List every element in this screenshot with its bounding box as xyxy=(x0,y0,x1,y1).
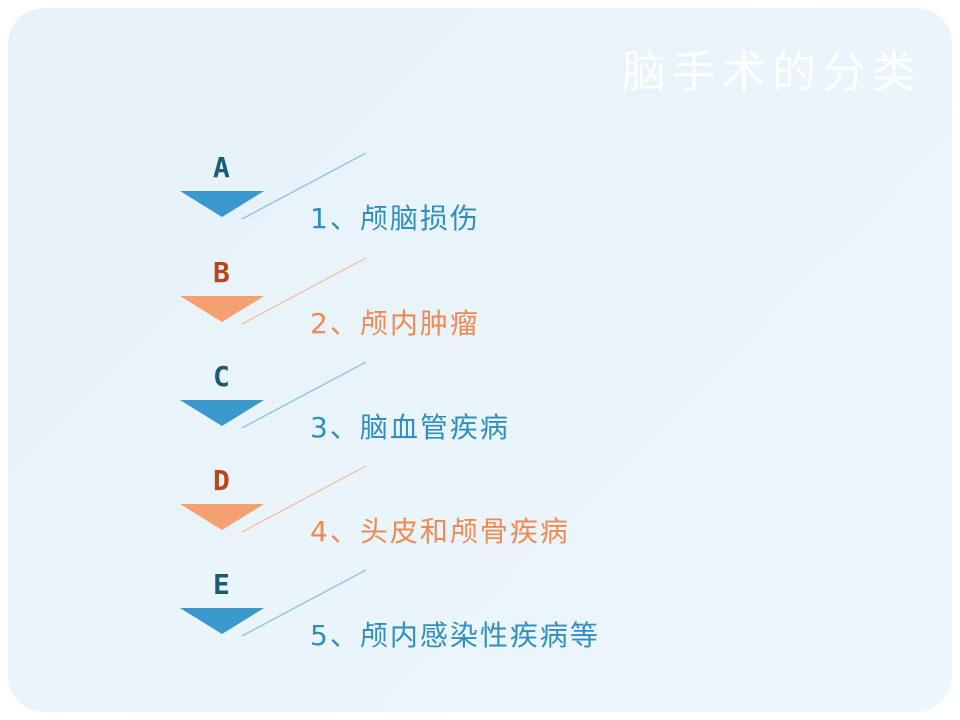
item-letter: A xyxy=(213,151,230,184)
down-triangle-icon xyxy=(180,504,264,530)
list-item: B 2、颅内肿瘤 xyxy=(8,256,952,356)
item-letter: B xyxy=(213,256,230,289)
item-label: 5、颅内感染性疾病等 xyxy=(310,619,600,652)
diagonal-line xyxy=(241,257,367,325)
slide: 脑手术的分类 A 1、颅脑损伤 B 2、颅内肿瘤 C 3、脑血管疾病 D xyxy=(8,8,952,712)
list-item: D 4、头皮和颅骨疾病 xyxy=(8,464,952,564)
item-letter: E xyxy=(213,568,230,601)
item-letter: C xyxy=(213,360,230,393)
item-label: 4、头皮和颅骨疾病 xyxy=(310,515,570,548)
down-triangle-icon xyxy=(180,296,264,322)
list-item: E 5、颅内感染性疾病等 xyxy=(8,568,952,668)
diagonal-line xyxy=(241,361,367,429)
item-label: 3、脑血管疾病 xyxy=(310,411,510,444)
item-label: 2、颅内肿瘤 xyxy=(310,307,480,340)
slide-title: 脑手术的分类 xyxy=(622,47,922,98)
list-item: A 1、颅脑损伤 xyxy=(8,151,952,251)
diagonal-line xyxy=(241,569,367,637)
list-item: C 3、脑血管疾病 xyxy=(8,360,952,460)
item-letter: D xyxy=(213,464,230,497)
down-triangle-icon xyxy=(180,400,264,426)
diagonal-line xyxy=(241,465,367,533)
item-label: 1、颅脑损伤 xyxy=(310,202,480,235)
down-triangle-icon xyxy=(180,608,264,634)
diagonal-line xyxy=(241,152,367,220)
down-triangle-icon xyxy=(180,191,264,217)
